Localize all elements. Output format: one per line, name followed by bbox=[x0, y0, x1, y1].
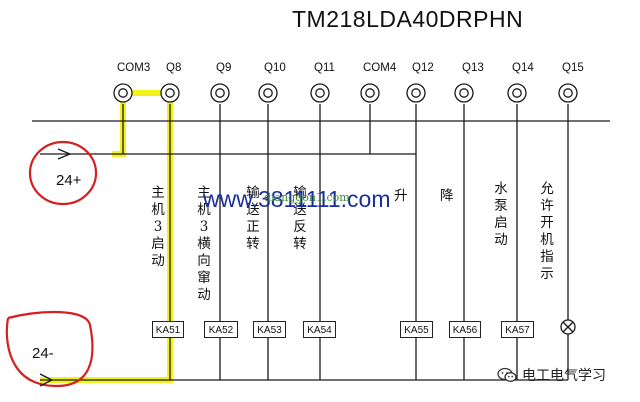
function-label-q13: 降 bbox=[440, 188, 454, 204]
arrow-positive bbox=[57, 148, 72, 160]
terminal-com4-inner bbox=[365, 88, 375, 98]
relay-ka54: KA54 bbox=[303, 321, 336, 338]
terminal-label-q11: Q11 bbox=[314, 62, 335, 74]
terminal-layer bbox=[113, 83, 578, 335]
function-label-q15: 允许开机指示 bbox=[540, 181, 554, 282]
terminal-q11-inner bbox=[315, 88, 325, 98]
terminal-q12-outer bbox=[406, 83, 426, 103]
terminal-label-q9: Q9 bbox=[216, 62, 232, 74]
relay-ka57: KA57 bbox=[501, 321, 534, 338]
terminal-q15-inner bbox=[563, 88, 573, 98]
function-label-q8: 主机3启动 bbox=[151, 185, 165, 269]
relay-ka56: KA56 bbox=[449, 321, 481, 338]
highlight-com3-wire bbox=[112, 96, 126, 157]
relay-ka51: KA51 bbox=[152, 321, 184, 338]
annotation-layer bbox=[5, 140, 98, 388]
logo-text: 电工电气学习 bbox=[522, 368, 606, 384]
wechat-icon bbox=[497, 367, 517, 382]
function-label-q14: 水泵启动 bbox=[494, 181, 508, 248]
terminal-q9-outer bbox=[210, 83, 230, 103]
arrow-negative bbox=[39, 373, 54, 387]
publisher-logo: 电工电气学习 bbox=[497, 364, 635, 386]
plc-model-title: TM218LDA40DRPHN bbox=[292, 6, 524, 32]
watermark-sub: dianggon1.com bbox=[264, 191, 350, 204]
terminal-q13-outer bbox=[454, 83, 474, 103]
terminal-q8-outer bbox=[160, 83, 180, 103]
terminal-label-q8: Q8 bbox=[166, 62, 182, 74]
terminal-q9-inner bbox=[215, 88, 225, 98]
terminal-q11-outer bbox=[310, 83, 330, 103]
terminal-q13-inner bbox=[459, 88, 469, 98]
terminal-q8-inner bbox=[165, 88, 175, 98]
terminal-com3-outer bbox=[113, 83, 133, 103]
function-label-q12: 升 bbox=[394, 188, 408, 204]
relay-ka52: KA52 bbox=[204, 321, 238, 338]
function-label-q10: 输送正转 bbox=[246, 185, 260, 252]
rail-label-negative: 24- bbox=[32, 345, 54, 362]
terminal-com3-inner bbox=[118, 88, 128, 98]
terminal-label-q10: Q10 bbox=[264, 62, 286, 74]
terminal-label-com3: COM3 bbox=[117, 62, 151, 74]
terminal-label-com4: COM4 bbox=[363, 62, 397, 74]
function-label-q9: 主机3横向窜动 bbox=[197, 185, 211, 303]
rail-label-positive: 24+ bbox=[56, 172, 82, 189]
terminal-label-q14: Q14 bbox=[512, 62, 534, 74]
indicator-lamp-cross-b bbox=[562, 321, 574, 333]
relay-ka55: KA55 bbox=[400, 321, 433, 338]
terminal-q15-outer bbox=[558, 83, 578, 103]
relay-ka53: KA53 bbox=[253, 321, 286, 338]
function-label-q11: 输送反转 bbox=[293, 185, 307, 252]
terminal-label-q15: Q15 bbox=[562, 62, 584, 74]
watermark-main: www.3811111.com bbox=[203, 186, 391, 212]
terminal-q14-outer bbox=[507, 83, 527, 103]
terminal-label-q12: Q12 bbox=[412, 62, 434, 74]
terminal-com4-outer bbox=[360, 83, 380, 103]
annotation-circle-positive bbox=[28, 140, 98, 206]
annotation-circle-negative bbox=[5, 311, 94, 388]
terminal-q12-inner bbox=[411, 88, 421, 98]
terminal-label-q13: Q13 bbox=[462, 62, 484, 74]
terminal-q10-inner bbox=[263, 88, 273, 98]
terminal-q14-inner bbox=[512, 88, 522, 98]
terminal-q10-outer bbox=[258, 83, 278, 103]
